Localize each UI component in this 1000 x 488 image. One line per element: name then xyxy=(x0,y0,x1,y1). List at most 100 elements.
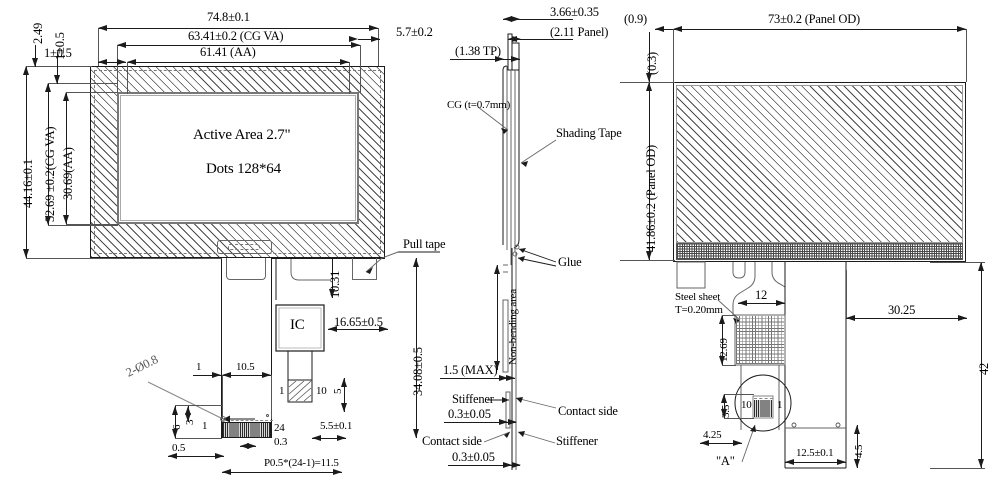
fpc-right-edge xyxy=(271,258,272,438)
dim-line-panel-od-width xyxy=(673,29,966,30)
dim-overall-height: 44.16±0.1 xyxy=(21,159,35,208)
dim-cgva-width: 63.41±0.2 (CG VA) xyxy=(188,29,284,43)
ic-pin-10: 10 xyxy=(316,385,327,397)
ext-line-r xyxy=(966,29,967,82)
ext-line-w xyxy=(724,394,754,395)
ext-line-o xyxy=(175,405,222,406)
dim-line-pitch-note xyxy=(222,472,342,473)
front-bottom-tab xyxy=(217,240,272,254)
rear-panel-strip xyxy=(676,243,963,260)
dim-line-ic-offset xyxy=(344,378,345,412)
fpc-notch xyxy=(226,258,266,280)
dim-ic-offset: 5.5±0.1 xyxy=(320,420,353,432)
ic-label: IC xyxy=(290,317,305,333)
ext-line-aa xyxy=(930,468,985,469)
ic-pin-5: 5 xyxy=(332,388,344,394)
dim-line-cgva-height xyxy=(48,83,49,225)
dim-6: 6 xyxy=(171,424,183,430)
rear-pin-dash xyxy=(754,398,773,399)
dim-line-non-bending xyxy=(497,265,498,370)
contact-side-label-2: Contact side xyxy=(422,434,482,448)
dim-line-6 xyxy=(175,405,176,438)
dim-1: 1 xyxy=(202,420,208,432)
dim-total-thickness: 3.66±0.35 xyxy=(550,5,599,19)
dim-line-stiffener-thk-1 xyxy=(444,422,516,423)
dim-line-42 xyxy=(981,262,982,468)
dim-line-cgva-width xyxy=(117,45,360,46)
glue-label: Glue xyxy=(558,255,582,269)
dim-line-total-thickness xyxy=(503,19,573,20)
dim-line-tp-thickness xyxy=(450,59,520,60)
stiffener-label-1: Stiffener xyxy=(452,392,494,406)
dim-line-right-margin xyxy=(358,39,380,40)
steel-sheet-label-2: T=0.20mm xyxy=(675,304,723,316)
fpc-hole-right xyxy=(266,414,269,417)
dim-line-ic-offset-h xyxy=(312,438,346,439)
dim-line-ic-width xyxy=(328,329,388,330)
dim-aa-height: 30.69(AA) xyxy=(61,147,75,200)
ext-line-n xyxy=(271,375,272,419)
dim-line-rear-top-offset xyxy=(649,32,650,82)
rear-pin-1: 1 xyxy=(777,399,783,411)
ext-line-i xyxy=(48,83,118,84)
dim-rear-left-offset: (0.9) xyxy=(624,12,647,26)
ext-line-d xyxy=(360,45,361,93)
dim-42: 42 xyxy=(977,362,991,375)
ext-line-c xyxy=(117,45,118,93)
dim-line-tail-ic xyxy=(332,258,333,298)
ext-line-u xyxy=(722,315,736,316)
dim-panel-od-width: 73±0.2 (Panel OD) xyxy=(768,12,860,26)
cg-thickness-label: CG (t=0.7mm) xyxy=(447,99,511,111)
fpc-pin-comb xyxy=(222,422,271,438)
dim-top-offset1: 2.49 xyxy=(31,22,45,44)
rear-pin-10: 10 xyxy=(741,399,752,411)
dim-line-3-5 xyxy=(724,394,725,418)
shading-tape-label: Shading Tape xyxy=(556,126,622,140)
fpc-dash-line xyxy=(221,420,273,421)
dim-stiffener-thk-2: 0.3±0.05 xyxy=(452,450,495,464)
dim-pitch-note: P0.5*(24-1)=11.5 xyxy=(264,457,339,469)
fpc-left-edge xyxy=(221,258,222,438)
ic-pin-1: 1 xyxy=(279,385,285,397)
dim-line-overall-height xyxy=(26,66,27,258)
dim-line-4-25 xyxy=(700,443,742,444)
dim-stiffener-thk-1: 0.3±0.05 xyxy=(448,407,491,421)
ext-line-m xyxy=(222,375,223,419)
steel-sheet-grid xyxy=(736,316,784,364)
ext-line-z xyxy=(930,262,985,263)
dim-line-total-height xyxy=(416,258,417,438)
dim-line-fpc-width xyxy=(222,375,271,376)
steel-sheet-label-1: Steel sheet xyxy=(675,291,721,303)
dim-4-25: 4.25 xyxy=(703,429,722,441)
dim-line-steel-width xyxy=(738,303,785,304)
dim-line-rear-left-offset xyxy=(655,29,675,30)
active-area-label: Active Area 2.7" xyxy=(193,127,291,143)
hole-note: 2-Ø0.8 xyxy=(123,352,161,380)
dim-line-steel-height xyxy=(722,315,723,365)
detail-a-label: "A" xyxy=(716,454,735,468)
dim-top-offset2: 1±0.5 xyxy=(53,32,67,60)
dim-ic-width: 16.65±0.5 xyxy=(334,315,383,329)
dim-pitch-small: 0.3 xyxy=(274,436,288,448)
ext-line-k xyxy=(66,92,118,93)
dim-3-5: 3.5 xyxy=(720,404,732,418)
rear-panel-outline xyxy=(673,82,966,262)
dim-line-pitch-small xyxy=(240,446,256,447)
dim-steel-width: 12 xyxy=(755,288,768,302)
rear-pin-comb xyxy=(754,400,772,417)
dim-panel-od-height: 41.86±0.2 (Panel OD) xyxy=(644,144,658,252)
ext-line-p xyxy=(175,438,222,439)
ext-line-b xyxy=(378,28,379,66)
dim-line-top-offset2 xyxy=(57,52,58,84)
dim-line-1-5-max xyxy=(440,378,515,379)
front-shoulder-line xyxy=(271,258,385,259)
ext-line-a xyxy=(98,28,99,66)
ext-line-q xyxy=(673,29,674,82)
dim-rear-top-offset: (0.3) xyxy=(645,52,659,75)
dim-total-height: 34.08±0.5 xyxy=(411,347,425,396)
ext-line-f xyxy=(349,62,350,94)
dim-line-12-5 xyxy=(785,462,846,463)
dim-line-0-5 xyxy=(168,456,224,457)
rear-panel-hatch xyxy=(676,85,963,243)
